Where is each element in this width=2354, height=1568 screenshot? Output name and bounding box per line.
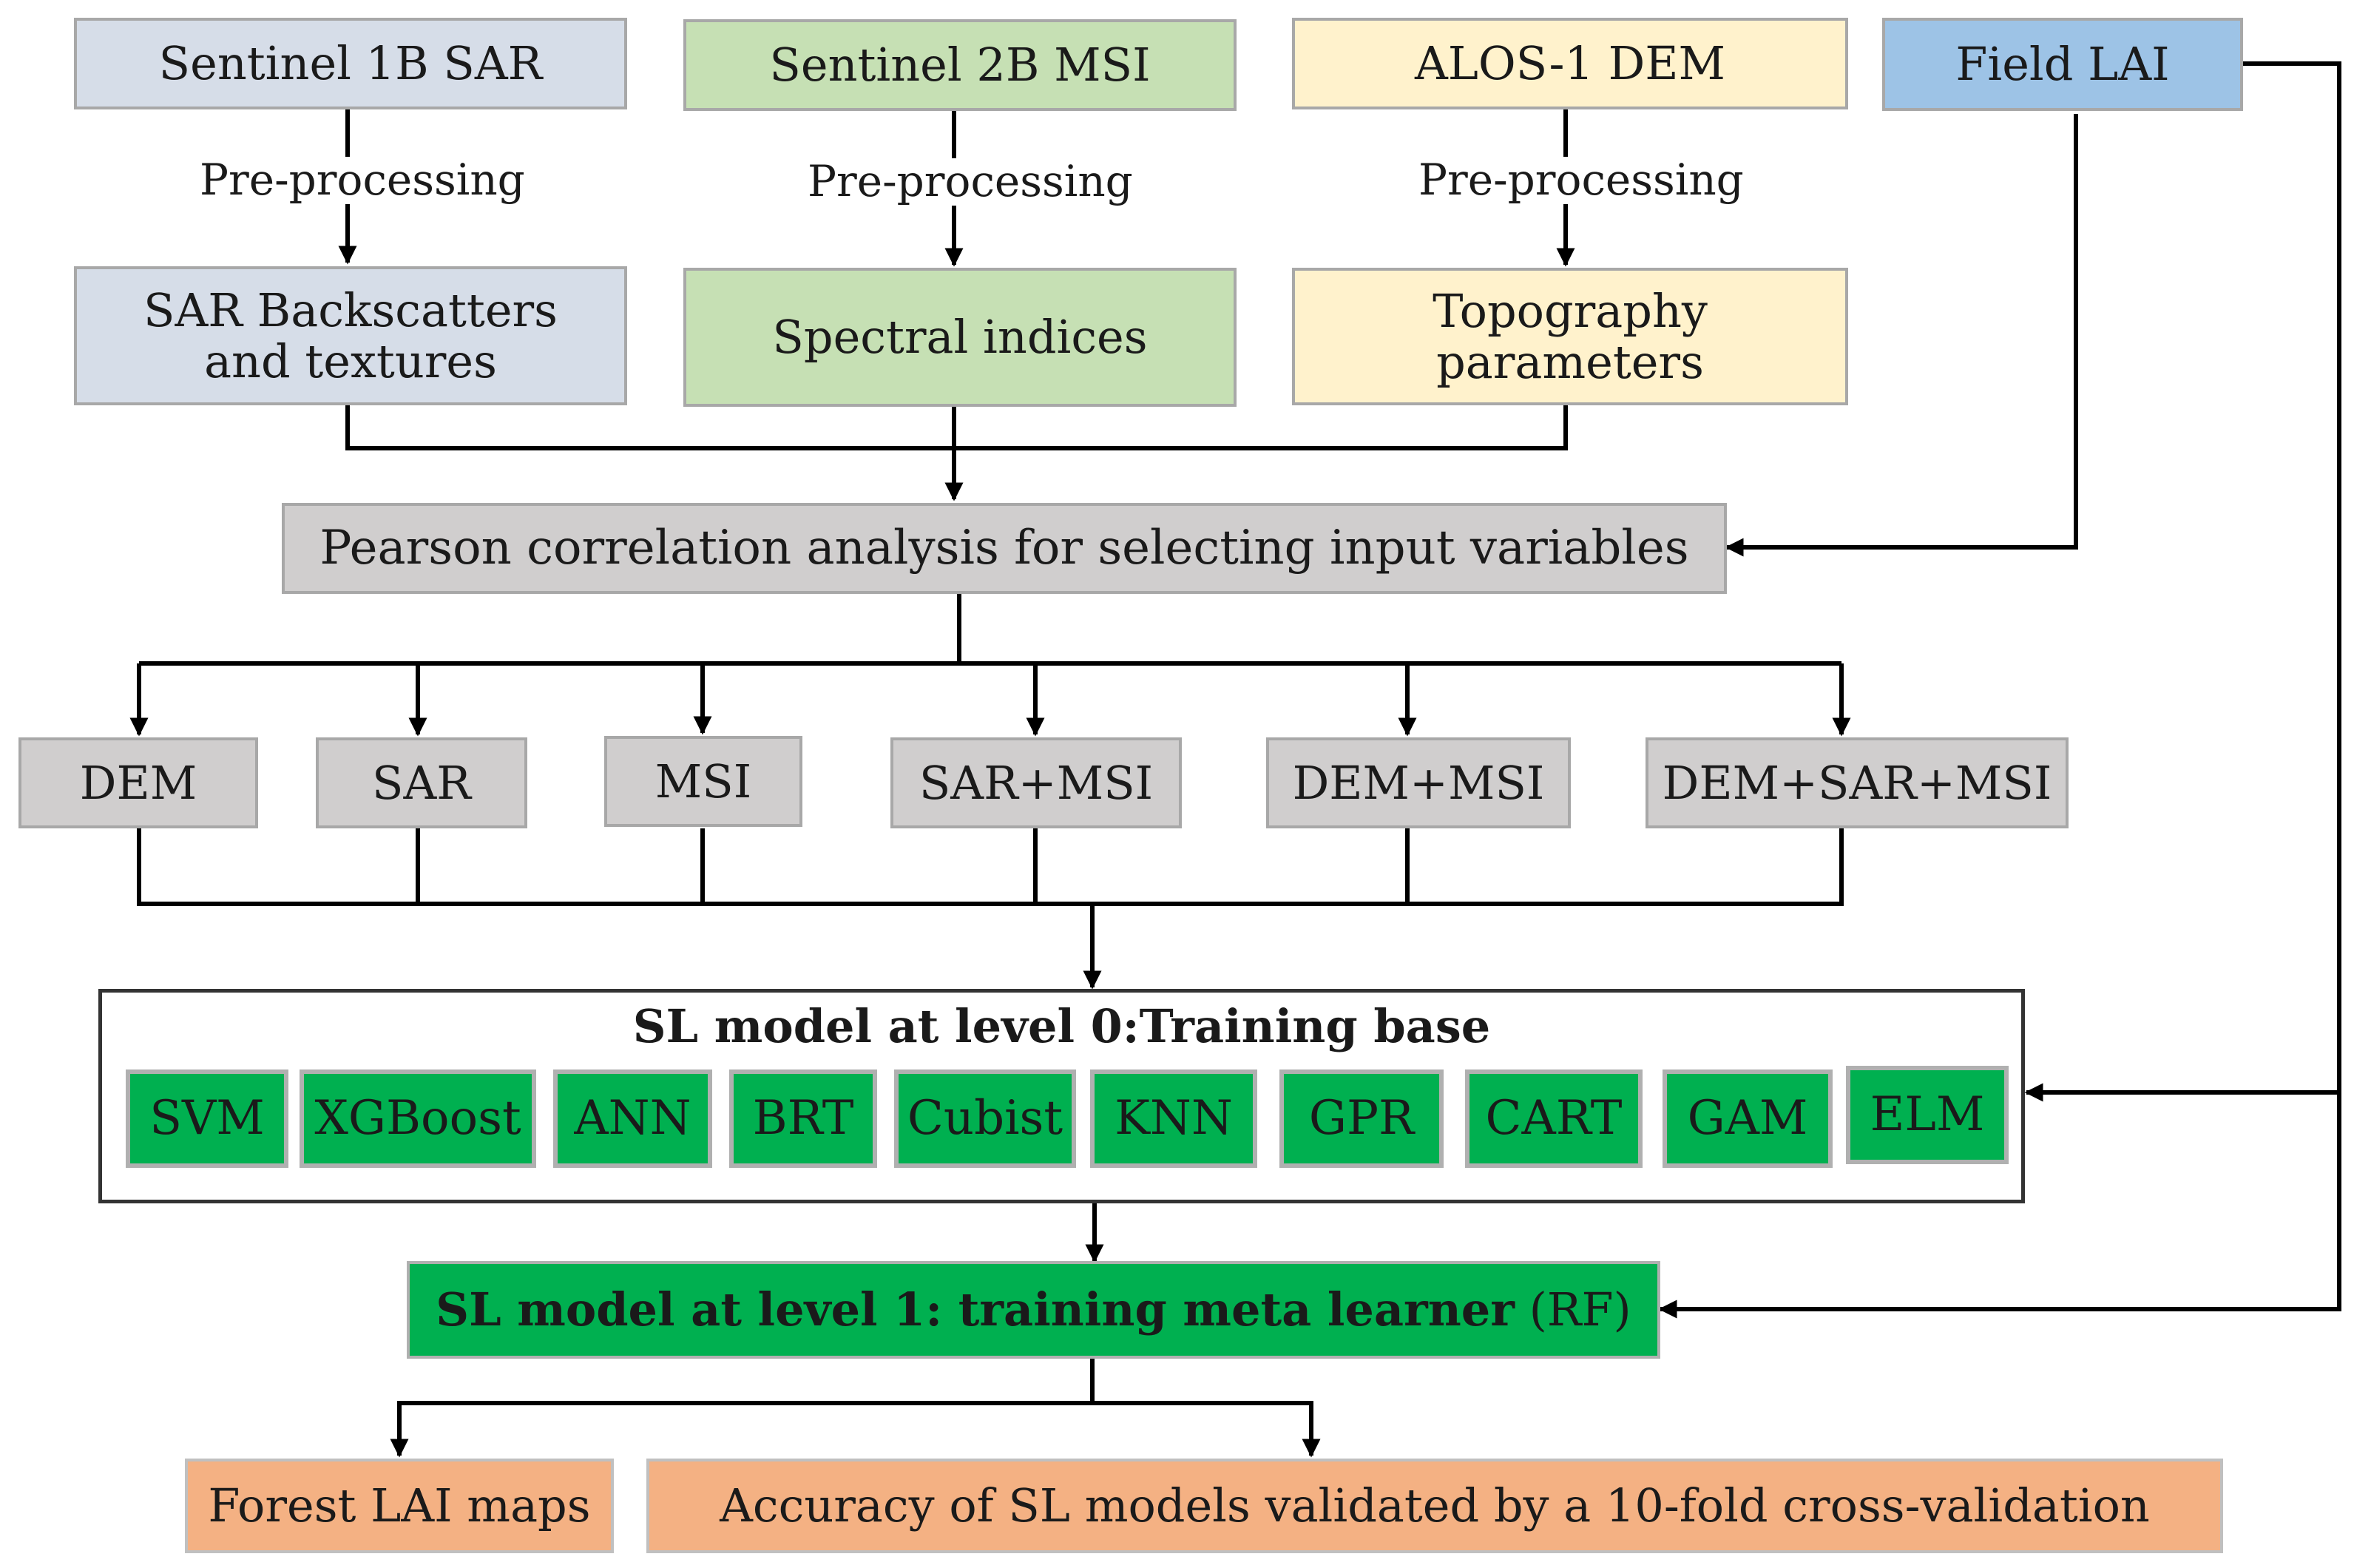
model-brt: BRT <box>729 1069 877 1168</box>
model-xgboost: XGBoost <box>300 1069 536 1168</box>
model-xgboost-label: XGBoost <box>314 1090 521 1146</box>
preprocess-label-sar: Pre-processing <box>191 156 525 204</box>
line-features-merge <box>345 405 1568 450</box>
arrow-lai-to-pearson <box>1725 114 2078 557</box>
model-gpr-label: GPR <box>1308 1090 1415 1146</box>
combo-sar-label: SAR <box>372 755 471 810</box>
model-knn-label: KNN <box>1115 1090 1233 1146</box>
level1-title-rest: (RF) <box>1514 1283 1631 1337</box>
pearson-label: Pearson correlation analysis for selecti… <box>319 520 1689 575</box>
combo-sar-msi-box: SAR+MSI <box>890 737 1182 828</box>
arrow-to-accuracy <box>397 1401 1321 1458</box>
pearson-box: Pearson correlation analysis for selecti… <box>282 503 1727 594</box>
combo-msi-box: MSI <box>604 736 802 827</box>
sentinel1-box: Sentinel 1B SAR <box>74 18 627 109</box>
model-elm-label: ELM <box>1870 1087 1985 1142</box>
combo-dem-box: DEM <box>18 737 258 828</box>
combo-sar-box: SAR <box>316 737 527 828</box>
level1-box: SL model at level 1: training meta learn… <box>407 1261 1660 1359</box>
model-gpr: GPR <box>1279 1069 1444 1168</box>
model-brt-label: BRT <box>752 1090 854 1146</box>
accuracy-label: Accuracy of SL models validated by a 10-… <box>720 1479 2150 1533</box>
model-knn: KNN <box>1090 1069 1257 1168</box>
sentinel2-label: Sentinel 2B MSI <box>769 38 1151 92</box>
sar-features-box: SAR Backscatters and textures <box>74 266 627 405</box>
accuracy-box: Accuracy of SL models validated by a 10-… <box>646 1459 2223 1553</box>
spectral-indices-box: Spectral indices <box>683 268 1237 407</box>
combo-all-label: DEM+SAR+MSI <box>1662 755 2052 810</box>
arrow-lai-to-level0 <box>2024 61 2341 1102</box>
sentinel1-label: Sentinel 1B SAR <box>158 36 543 91</box>
model-cubist-label: Cubist <box>907 1090 1063 1146</box>
sentinel2-box: Sentinel 2B MSI <box>683 19 1237 111</box>
combo-dem-msi-label: DEM+MSI <box>1292 755 1545 810</box>
combo-dem-msi-box: DEM+MSI <box>1266 737 1571 828</box>
level1-title-bold: SL model at level 1: training meta learn… <box>436 1283 1515 1337</box>
topography-line1: Topography <box>1433 283 1708 338</box>
model-elm: ELM <box>1846 1066 2009 1164</box>
preprocess-label-msi: Pre-processing <box>799 158 1133 206</box>
topography-box: Topography parameters <box>1292 268 1848 405</box>
combo-sar-msi-label: SAR+MSI <box>919 755 1154 810</box>
combo-dem-label: DEM <box>79 755 197 810</box>
forest-lai-maps-label: Forest LAI maps <box>208 1479 591 1533</box>
alos-dem-label: ALOS-1 DEM <box>1414 36 1726 91</box>
arrow-lai-to-level1 <box>1658 1092 2341 1319</box>
model-svm: SVM <box>126 1069 288 1168</box>
combo-all-box: DEM+SAR+MSI <box>1646 737 2069 828</box>
level0-title: SL model at level 0:Training base <box>632 999 1491 1053</box>
model-ann-label: ANN <box>574 1090 691 1146</box>
model-svm-label: SVM <box>149 1090 265 1146</box>
model-gam: GAM <box>1663 1069 1833 1168</box>
line-combos-merge <box>137 828 1844 906</box>
alos-dem-box: ALOS-1 DEM <box>1292 18 1848 109</box>
spectral-indices-label: Spectral indices <box>772 310 1148 365</box>
preprocess-label-dem: Pre-processing <box>1410 156 1744 204</box>
field-lai-box: Field LAI <box>1882 18 2243 111</box>
sar-features-line2: and textures <box>204 334 497 388</box>
model-gam-label: GAM <box>1687 1090 1808 1146</box>
field-lai-label: Field LAI <box>1955 37 2170 92</box>
topography-line2: parameters <box>1436 335 1704 389</box>
model-ann: ANN <box>553 1069 712 1168</box>
forest-lai-maps-box: Forest LAI maps <box>185 1459 614 1553</box>
model-cubist: Cubist <box>894 1069 1076 1168</box>
model-cart-label: CART <box>1485 1090 1623 1146</box>
model-cart: CART <box>1465 1069 1643 1168</box>
combo-msi-label: MSI <box>655 754 752 808</box>
sar-features-line1: SAR Backscatters <box>143 283 558 337</box>
